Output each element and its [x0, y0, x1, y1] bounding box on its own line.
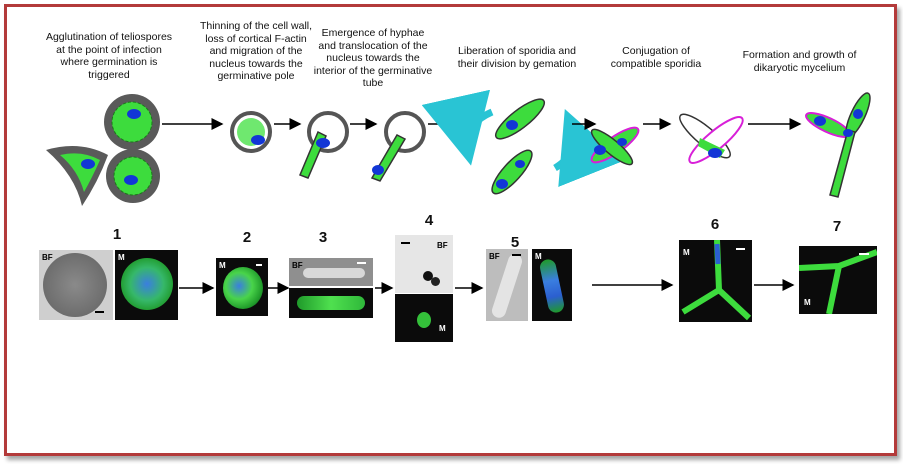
caption-formation: Formation and growth of dikaryotic mycel…: [742, 49, 857, 74]
bf-label: BF: [489, 252, 500, 261]
step-number: 7: [832, 218, 842, 235]
micrograph-4-m: M: [395, 294, 453, 342]
caption-liberation: Liberation of sporidia and their divisio…: [457, 45, 577, 70]
scale-bar: [256, 264, 262, 266]
conjugating-sporidia: [590, 126, 640, 166]
micrograph-1-m: M: [115, 250, 178, 320]
step-number: 3: [318, 229, 328, 246]
scale-bar: [736, 248, 745, 250]
hypha-trace: [799, 249, 877, 314]
step-number: 5: [510, 234, 520, 251]
m-label: M: [439, 324, 446, 333]
micrograph-5-m: M: [532, 249, 572, 321]
emerging-hypha: [299, 111, 426, 182]
scale-bar: [95, 311, 104, 313]
scale-bar: [512, 254, 521, 256]
m-label: M: [683, 248, 690, 257]
micrograph-6-m: M: [679, 240, 752, 322]
step-number: 4: [424, 212, 434, 229]
scale-bar: [401, 242, 410, 244]
micrograph-3-bf: BF: [289, 258, 373, 286]
bf-label: BF: [437, 241, 448, 250]
step-number: 2: [242, 229, 252, 246]
step-number: 1: [112, 226, 122, 243]
figure-frame: [4, 4, 897, 456]
caption-agglutination: Agglutination of teliospores at the poin…: [45, 31, 173, 81]
micrograph-4-bf: BF: [395, 235, 453, 293]
teliospore-cluster: [46, 94, 160, 206]
micrograph-7-m: M: [799, 246, 877, 314]
micrograph-1-bf: BF: [39, 250, 113, 320]
sporidia-budding: [421, 89, 624, 195]
hypha-trace: [681, 240, 752, 321]
scale-bar: [357, 262, 366, 264]
m-label: M: [219, 261, 226, 270]
m-label: M: [535, 252, 542, 261]
bf-label: BF: [42, 253, 53, 262]
bf-label: BF: [292, 261, 303, 270]
micrograph-5-bf: BF: [486, 249, 528, 321]
germinating-spore: [230, 111, 272, 153]
micrograph-3-m: [289, 288, 373, 318]
fused-sporidia: [679, 113, 744, 164]
m-label: M: [118, 253, 125, 262]
micrograph-2-m: M: [216, 258, 268, 316]
step-number: 6: [710, 216, 720, 233]
scale-bar: [859, 253, 869, 255]
caption-emergence: Emergence of hyphae and translocation of…: [313, 27, 433, 89]
caption-conjugation: Conjugation of compatible sporidia: [610, 45, 702, 70]
m-label: M: [804, 298, 811, 307]
caption-thinning: Thinning of the cell wall, loss of corti…: [199, 20, 313, 82]
dikaryotic-mycelium: [805, 92, 871, 198]
